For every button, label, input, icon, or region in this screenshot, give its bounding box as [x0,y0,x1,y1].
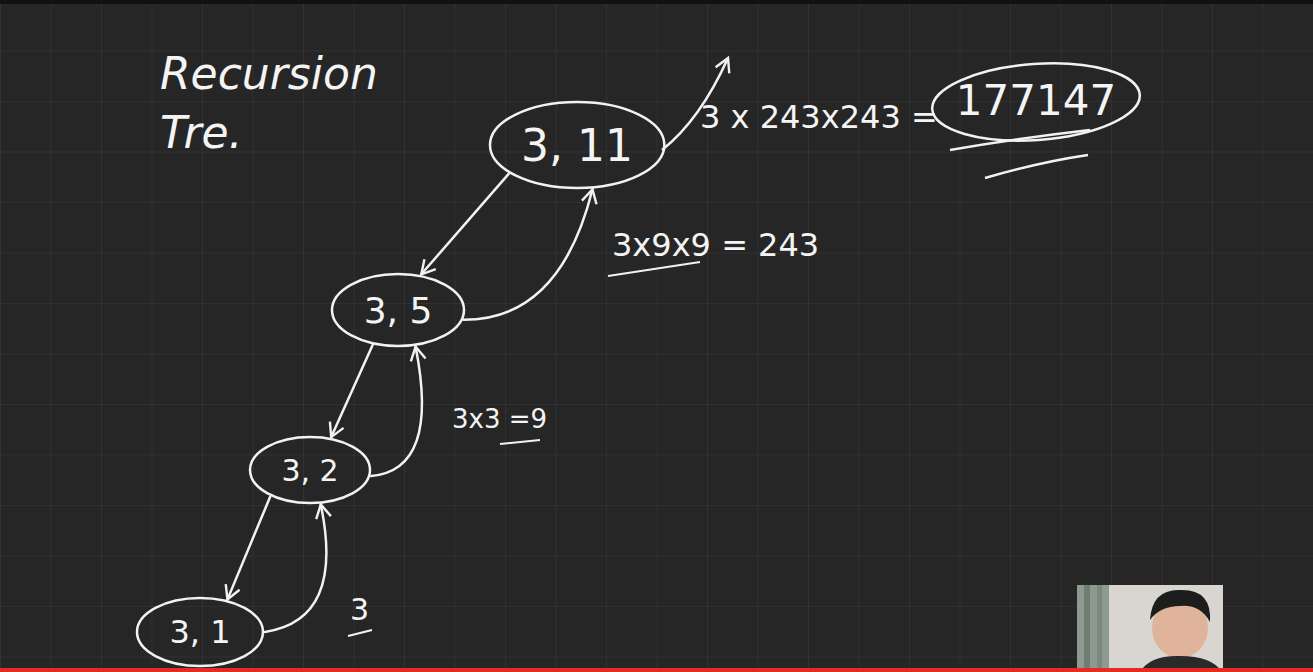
result-note: 3 x 243x243 = [700,98,938,136]
return-value: 3 [350,592,369,627]
board-title: Recursion Tre. [160,44,400,163]
call-ellipse: 3, 11 [488,100,666,190]
label-underline [348,630,372,636]
result-note: 177147 [936,76,1136,125]
answer-underline [985,155,1088,178]
node-texts: 3, 2 [281,453,338,488]
return-arrow [265,504,326,632]
node-texts: 3, 5 [364,290,433,331]
call-arguments: 3, 11 [521,120,633,171]
progress-bar [0,668,1313,672]
answer-circle [930,57,1143,147]
call-arguments: 3, 1 [169,613,230,651]
call-arguments: 3, 2 [281,453,338,488]
call-arrow [421,174,508,274]
return-arrow [371,347,422,476]
call-ellipse: 3, 5 [330,272,466,348]
call-ellipse: 3, 2 [248,435,372,505]
node-texts: 3, 1 [169,613,230,651]
label-underline [500,440,540,444]
return-arrow [464,189,593,320]
node-texts: 3, 11 [521,120,633,171]
label-underline [608,262,700,276]
return-value: 3x9x9 = 243 [612,226,819,264]
call-arrow [227,497,270,600]
call-ellipse: 3, 1 [135,596,265,668]
answer-underline [950,130,1090,150]
call-arrow [331,345,372,437]
return-value: 3x3 =9 [452,404,547,434]
webcam-inset [1077,585,1223,672]
call-arguments: 3, 5 [364,290,433,331]
